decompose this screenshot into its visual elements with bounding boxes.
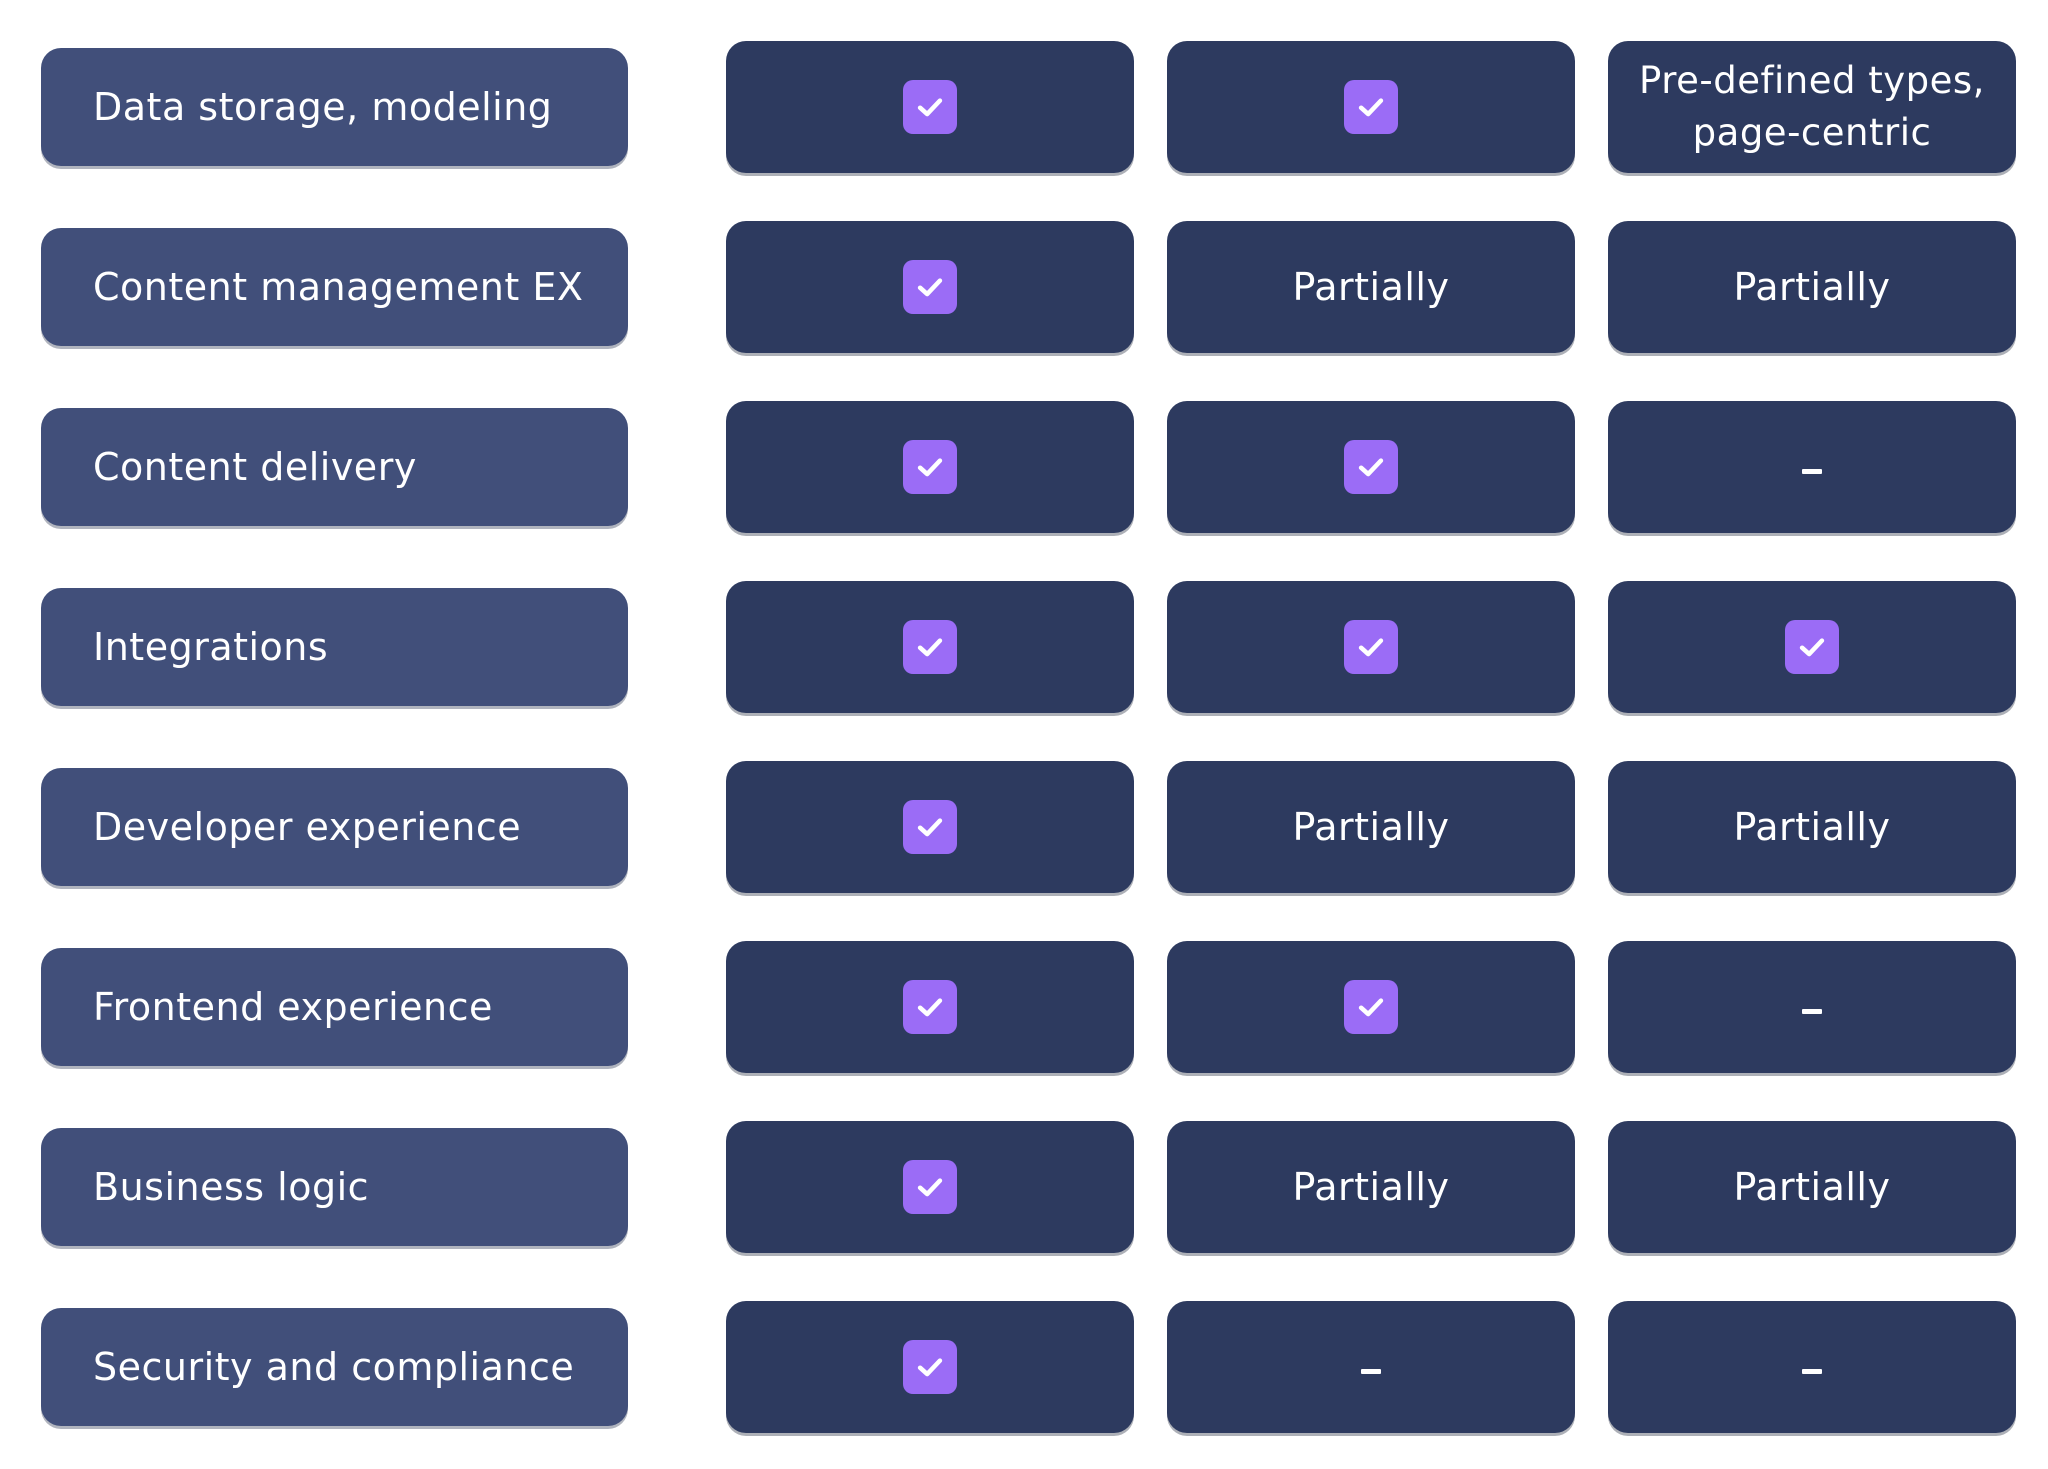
cell-text: Partially: [1714, 801, 1911, 853]
table-cell: Partially: [1608, 1121, 2016, 1253]
cell-text-line: Pre-defined types,: [1639, 59, 1985, 102]
feature-label: Developer experience: [41, 768, 628, 886]
table-row: Content delivery: [0, 401, 2048, 533]
table-row: Frontend experience: [0, 941, 2048, 1073]
table-cell: Partially: [1167, 1121, 1575, 1253]
check-icon: [903, 80, 957, 134]
cell-text-line: Partially: [1733, 805, 1891, 849]
table-row: Business logic Partially Partially: [0, 1121, 2048, 1253]
cell-text: Partially: [1714, 261, 1911, 313]
cell-text: Partially: [1273, 801, 1470, 853]
table-cell: Partially: [1608, 221, 2016, 353]
cell-text-line: Partially: [1733, 265, 1891, 309]
check-icon: [903, 980, 957, 1034]
feature-label: Content delivery: [41, 408, 628, 526]
table-cell: [1167, 941, 1575, 1073]
check-icon: [903, 800, 957, 854]
table-cell: Pre-defined types, page-centric: [1608, 41, 2016, 173]
feature-label: Security and compliance: [41, 1308, 628, 1426]
table-cell: [726, 761, 1134, 893]
check-icon: [903, 1340, 957, 1394]
check-icon: [903, 620, 957, 674]
cell-text: Partially: [1273, 261, 1470, 313]
table-cell: [1167, 1301, 1575, 1433]
dash-icon: [1802, 468, 1822, 474]
cell-text: Partially: [1714, 1161, 1911, 1213]
table-cell: [726, 941, 1134, 1073]
table-row: Security and compliance: [0, 1301, 2048, 1433]
check-icon: [1344, 440, 1398, 494]
table-cell: [1608, 941, 2016, 1073]
check-icon: [1344, 980, 1398, 1034]
table-cell: [1167, 41, 1575, 173]
table-cell: [726, 581, 1134, 713]
table-cell: [1608, 1301, 2016, 1433]
table-row: Data storage, modeling Pre-defined types,…: [0, 41, 2048, 173]
cell-text-line: Partially: [1292, 805, 1450, 849]
dash-icon: [1361, 1368, 1381, 1374]
table-cell: [726, 1121, 1134, 1253]
table-cell: Partially: [1167, 221, 1575, 353]
table-cell: Partially: [1608, 761, 2016, 893]
table-cell: [1608, 401, 2016, 533]
cell-text-line: Partially: [1292, 265, 1450, 309]
check-icon: [1785, 620, 1839, 674]
check-icon: [903, 260, 957, 314]
cell-text: Pre-defined types, page-centric: [1619, 55, 2005, 159]
check-icon: [1344, 80, 1398, 134]
feature-label: Frontend experience: [41, 948, 628, 1066]
table-cell: Partially: [1167, 761, 1575, 893]
cell-text-line: Partially: [1292, 1165, 1450, 1209]
cell-text-line: Partially: [1733, 1165, 1891, 1209]
check-icon: [903, 440, 957, 494]
feature-label: Data storage, modeling: [41, 48, 628, 166]
table-row: Integrations: [0, 581, 2048, 713]
dash-icon: [1802, 1008, 1822, 1014]
table-row: Developer experience Partially Partially: [0, 761, 2048, 893]
table-cell: [726, 1301, 1134, 1433]
cell-text-line: page-centric: [1692, 111, 1932, 154]
cell-text: Partially: [1273, 1161, 1470, 1213]
table-cell: [726, 401, 1134, 533]
dash-icon: [1802, 1368, 1822, 1374]
check-icon: [1344, 620, 1398, 674]
table-cell: [726, 41, 1134, 173]
feature-label: Content management EX: [41, 228, 628, 346]
feature-label: Business logic: [41, 1128, 628, 1246]
table-cell: [726, 221, 1134, 353]
feature-label: Integrations: [41, 588, 628, 706]
check-icon: [903, 1160, 957, 1214]
table-cell: [1167, 581, 1575, 713]
table-cell: [1167, 401, 1575, 533]
table-row: Content management EX Partially Partially: [0, 221, 2048, 353]
table-cell: [1608, 581, 2016, 713]
